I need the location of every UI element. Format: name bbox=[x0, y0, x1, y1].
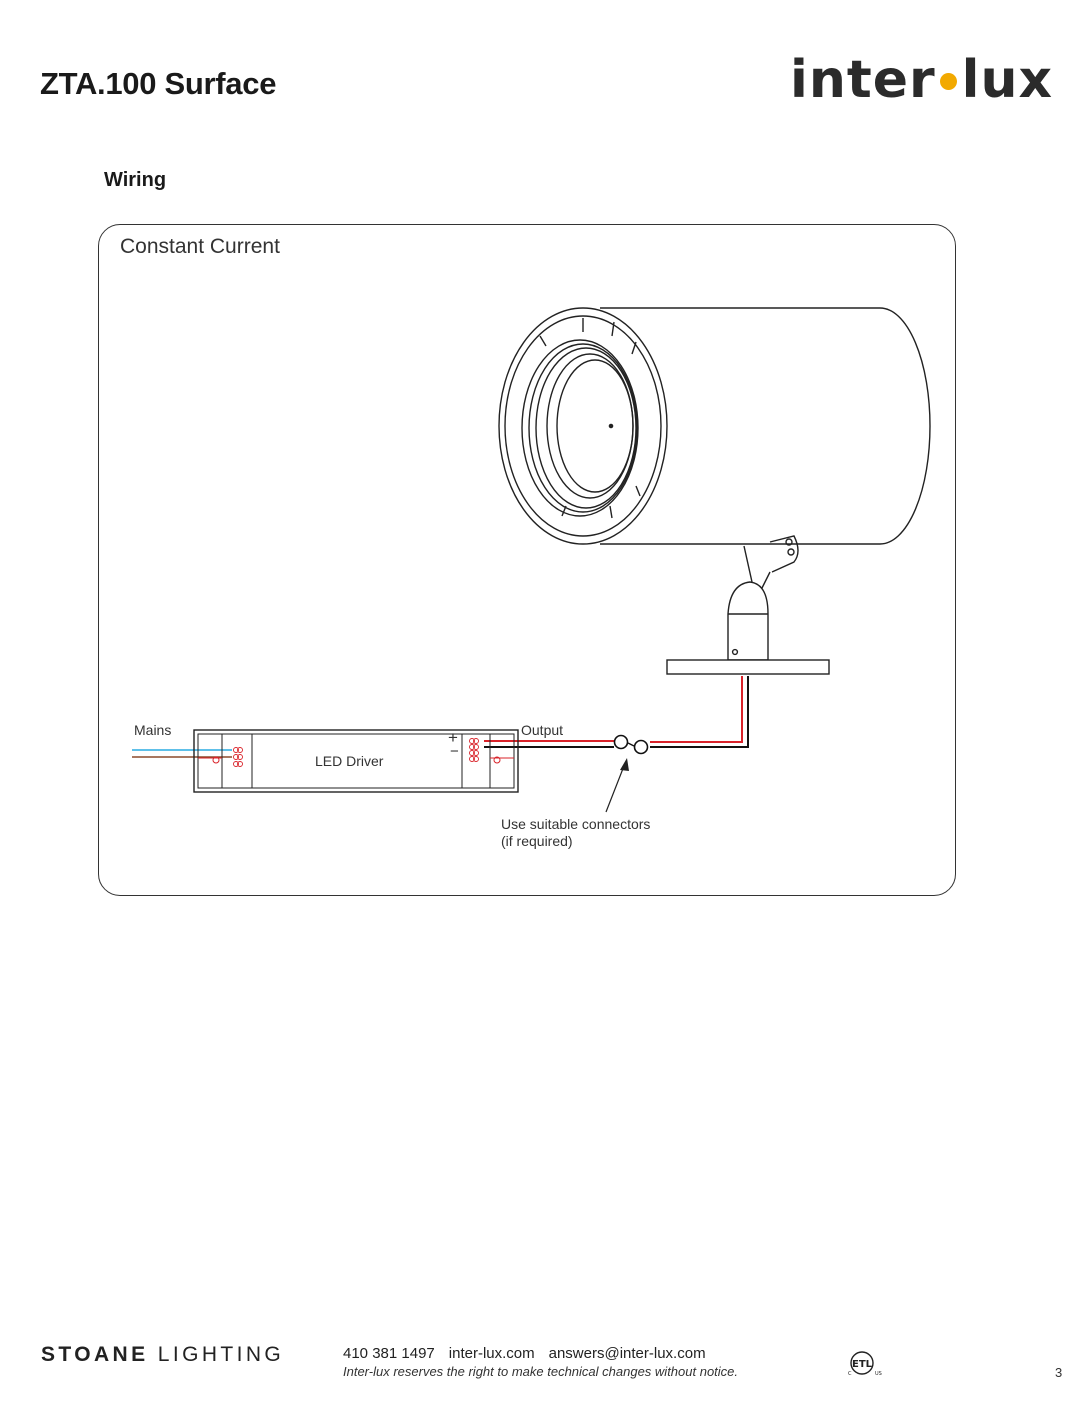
logo-dot-icon bbox=[939, 72, 957, 90]
logo-text-left: inter bbox=[790, 50, 936, 110]
luminaire-illustration bbox=[498, 307, 931, 675]
connector-1-icon bbox=[613, 734, 629, 750]
connector-note-line1: Use suitable connectors bbox=[501, 816, 651, 832]
footer-email[interactable]: answers@inter-lux.com bbox=[548, 1345, 706, 1362]
panel-title: Constant Current bbox=[120, 235, 280, 258]
brand-bold: STOANE bbox=[41, 1343, 149, 1366]
brand-light: LIGHTING bbox=[157, 1343, 285, 1366]
stoane-lighting-brand: STOANE LIGHTING bbox=[41, 1343, 284, 1367]
wiring-panel bbox=[98, 224, 956, 896]
led-driver bbox=[193, 729, 519, 793]
etl-mark-text: ETL bbox=[852, 1359, 873, 1370]
mains-label: Mains bbox=[134, 722, 172, 738]
footer-notice: Inter-lux reserves the right to make tec… bbox=[343, 1364, 739, 1379]
mains-wires bbox=[132, 749, 232, 758]
minus-symbol: − bbox=[450, 743, 459, 760]
lum-wire-black bbox=[650, 676, 749, 748]
etl-us-text: US bbox=[875, 1371, 882, 1377]
page-title: ZTA.100 Surface bbox=[40, 66, 277, 101]
section-heading: Wiring bbox=[104, 169, 167, 191]
footer-contact: 410 381 1497 inter-lux.com answers@inter-l… bbox=[343, 1345, 720, 1362]
footer-phone: 410 381 1497 bbox=[343, 1345, 435, 1362]
page-number: 3 bbox=[1055, 1365, 1063, 1380]
connector-2-icon bbox=[633, 739, 649, 755]
footer-website[interactable]: inter-lux.com bbox=[448, 1345, 535, 1362]
logo-text-right: lux bbox=[961, 50, 1054, 110]
output-label: Output bbox=[521, 722, 564, 738]
lum-wire-red bbox=[650, 676, 743, 743]
plus-symbol: + bbox=[448, 728, 458, 747]
etl-certification-icon: ETL C US bbox=[848, 1351, 882, 1377]
connector-note-line2: (if required) bbox=[501, 833, 573, 849]
etl-c-text: C bbox=[848, 1371, 852, 1377]
output-wires bbox=[484, 676, 749, 755]
driver-label: LED Driver bbox=[315, 753, 384, 769]
connector-callout-arrow bbox=[605, 758, 629, 813]
